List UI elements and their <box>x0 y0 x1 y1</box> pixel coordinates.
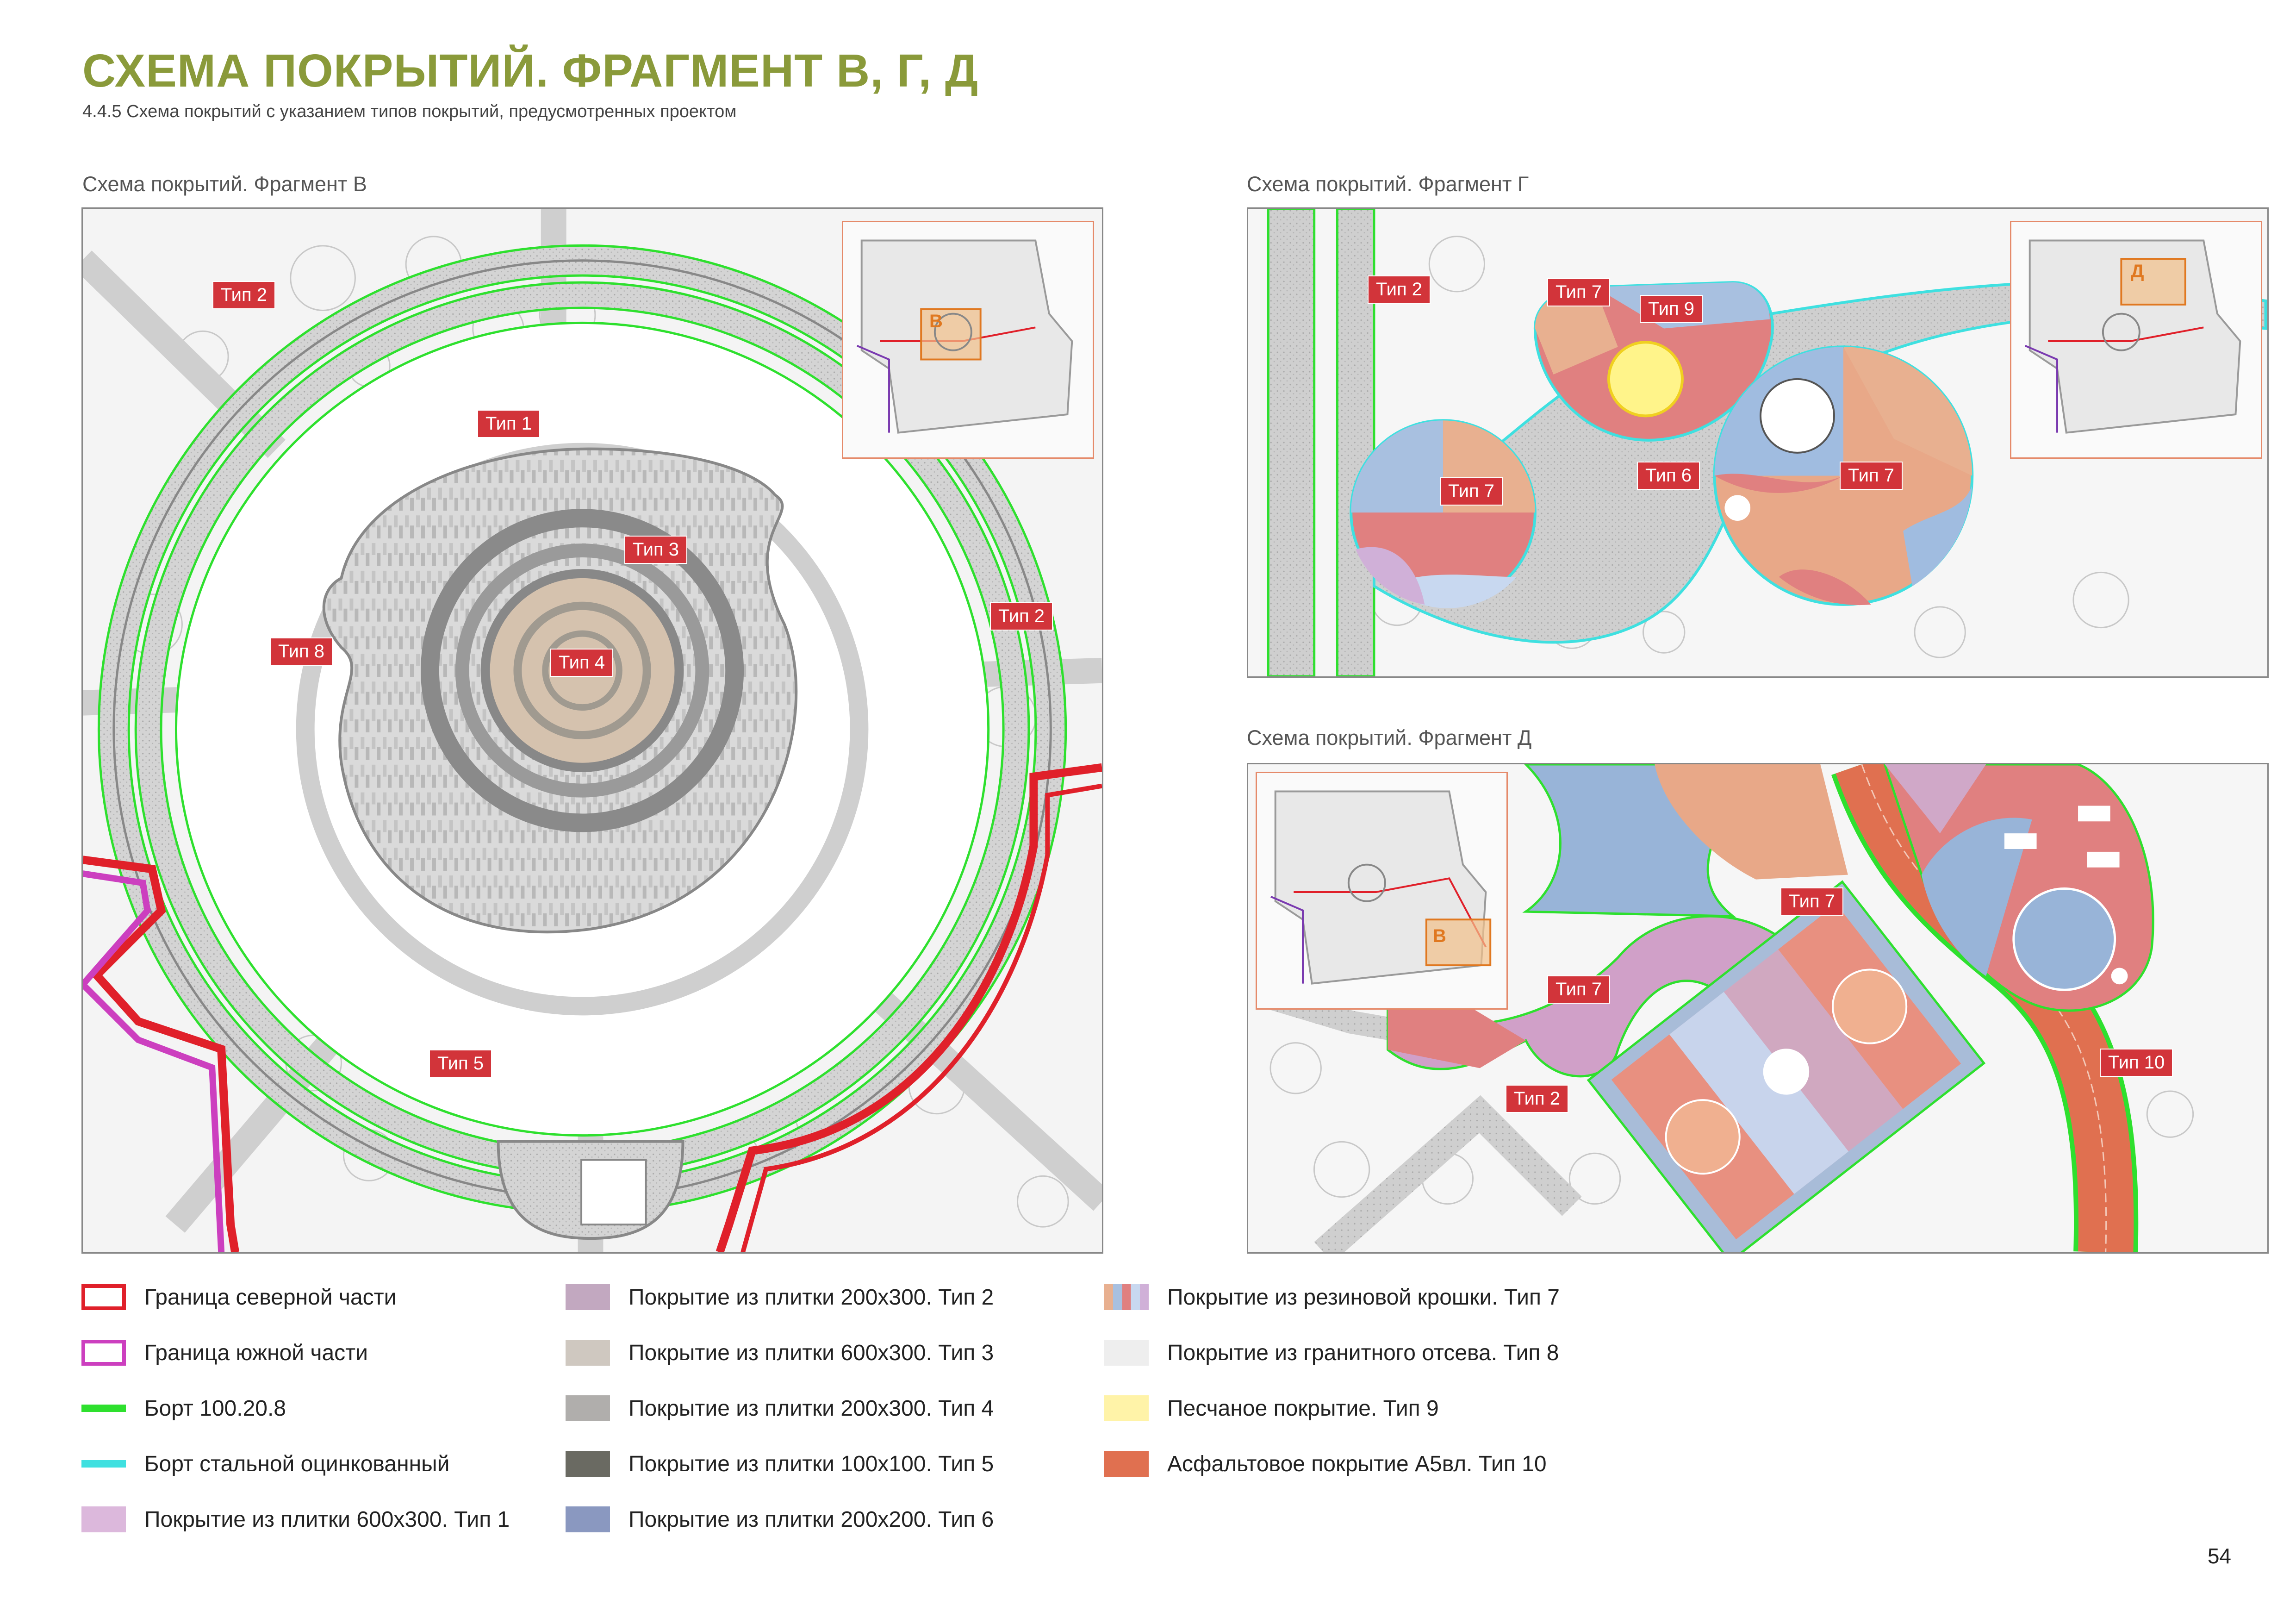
legend-label: Граница северной части <box>144 1285 397 1310</box>
tag-type-2: Тип 2 <box>212 281 276 309</box>
page-subtitle: 4.4.5 Схема покрытий с указанием типов п… <box>82 102 737 121</box>
legend-swatch <box>1104 1284 1149 1310</box>
legend-item-type-2: Покрытие из плитки 200x300. Тип 2 <box>566 1279 994 1316</box>
legend-label: Покрытие из плитки 600x300. Тип 1 <box>144 1507 510 1532</box>
legend-label: Покрытие из резиновой крошки. Тип 7 <box>1167 1285 1560 1310</box>
panel-d: В Тип 7 Тип 7 Тип 2 Тип 10 <box>1247 763 2269 1254</box>
tag-type-5: Тип 5 <box>429 1049 492 1078</box>
legend-item-type-1: Покрытие из плитки 600x300. Тип 1 <box>81 1501 510 1538</box>
legend-label: Покрытие из плитки 100x100. Тип 5 <box>628 1451 994 1476</box>
tag-type-7-big: Тип 7 <box>1840 462 1903 490</box>
legend-swatch <box>81 1340 126 1366</box>
legend-item-type-8: Покрытие из гранитного отсева. Тип 8 <box>1104 1334 1559 1371</box>
legend-swatch <box>1104 1451 1149 1477</box>
legend-swatch <box>81 1405 126 1412</box>
legend-label: Покрытие из гранитного отсева. Тип 8 <box>1167 1340 1559 1365</box>
tag-type-7: Тип 7 <box>1780 887 1844 916</box>
minimap-letter: В <box>929 311 943 331</box>
minimap-letter: Д <box>2131 261 2144 281</box>
tag-type-6: Тип 6 <box>1637 462 1700 490</box>
legend-item-north-boundary: Граница северной части <box>81 1279 396 1316</box>
page-number: 54 <box>2207 1544 2231 1568</box>
tag-type-7-path: Тип 7 <box>1547 975 1611 1004</box>
legend-item-type-10: Асфальтовое покрытие А5вл. Тип 10 <box>1104 1445 1547 1482</box>
legend-item-south-boundary: Граница южной части <box>81 1334 368 1371</box>
tag-type-3: Тип 3 <box>624 536 688 564</box>
legend-item-type-4: Покрытие из плитки 200x300. Тип 4 <box>566 1390 994 1427</box>
legend-item-type-6: Покрытие из плитки 200x200. Тип 6 <box>566 1501 994 1538</box>
legend-swatch <box>81 1506 126 1532</box>
legend-label: Покрытие из плитки 200x200. Тип 6 <box>628 1507 994 1532</box>
legend-label: Покрытие из плитки 200x300. Тип 2 <box>628 1285 994 1310</box>
tag-type-7-left: Тип 7 <box>1440 477 1503 506</box>
legend-label: Покрытие из плитки 200x300. Тип 4 <box>628 1396 994 1421</box>
legend-label: Покрытие из плитки 600x300. Тип 3 <box>628 1340 994 1365</box>
legend-label: Борт стальной оцинкованный <box>144 1451 450 1476</box>
panel-g-minimap: Д <box>2010 221 2262 459</box>
legend-swatch <box>566 1506 610 1532</box>
tag-type-10: Тип 10 <box>2100 1049 2173 1077</box>
legend-label: Асфальтовое покрытие А5вл. Тип 10 <box>1167 1451 1547 1476</box>
panel-v-title: Схема покрытий. Фрагмент В <box>82 172 367 196</box>
legend-swatch <box>566 1340 610 1366</box>
legend-label: Песчаное покрытие. Тип 9 <box>1167 1396 1439 1421</box>
tag-type-9: Тип 9 <box>1640 295 1703 323</box>
legend-swatch <box>1104 1340 1149 1366</box>
legend-swatch <box>566 1451 610 1477</box>
legend-swatch <box>81 1460 126 1468</box>
panel-d-title: Схема покрытий. Фрагмент Д <box>1247 726 1532 750</box>
tag-type-4: Тип 4 <box>550 649 614 677</box>
legend-item-type-5: Покрытие из плитки 100x100. Тип 5 <box>566 1445 994 1482</box>
legend-item-curb-100: Борт 100.20.8 <box>81 1390 286 1427</box>
legend-swatch <box>566 1284 610 1310</box>
panel-v-minimap: В <box>842 221 1094 459</box>
panel-g-title: Схема покрытий. Фрагмент Г <box>1247 172 1529 196</box>
legend-label: Борт 100.20.8 <box>144 1396 286 1421</box>
minimap-letter: В <box>1433 926 1446 946</box>
page-title: СХЕМА ПОКРЫТИЙ. ФРАГМЕНТ В, Г, Д <box>82 45 979 97</box>
tag-type-2-east: Тип 2 <box>990 602 1053 631</box>
tag-type-1: Тип 1 <box>477 410 541 438</box>
panel-g-map <box>1267 209 2267 676</box>
legend-item-steel-curb: Борт стальной оцинкованный <box>81 1445 449 1482</box>
tag-type-7: Тип 7 <box>1547 278 1611 306</box>
legend-swatch <box>566 1395 610 1421</box>
legend-item-type-7: Покрытие из резиновой крошки. Тип 7 <box>1104 1279 1560 1316</box>
legend-item-type-9: Песчаное покрытие. Тип 9 <box>1104 1390 1439 1427</box>
panel-v: В Тип 2 Тип 1 Тип 3 Тип 4 Тип 8 Тип 2 Ти… <box>81 207 1103 1254</box>
panel-d-minimap: В <box>1256 772 1508 1010</box>
legend-label: Граница южной части <box>144 1340 368 1365</box>
tag-type-2: Тип 2 <box>1506 1085 1569 1113</box>
panel-g: Д Тип 2 Тип 7 Тип 9 Тип 7 Тип 6 Тип 7 <box>1247 207 2269 678</box>
tag-type-8: Тип 8 <box>270 637 333 666</box>
tag-type-2: Тип 2 <box>1368 275 1431 304</box>
panel-v-map <box>83 209 1102 1252</box>
legend-swatch <box>81 1284 126 1310</box>
legend-swatch <box>1104 1395 1149 1421</box>
legend-item-type-3: Покрытие из плитки 600x300. Тип 3 <box>566 1334 994 1371</box>
